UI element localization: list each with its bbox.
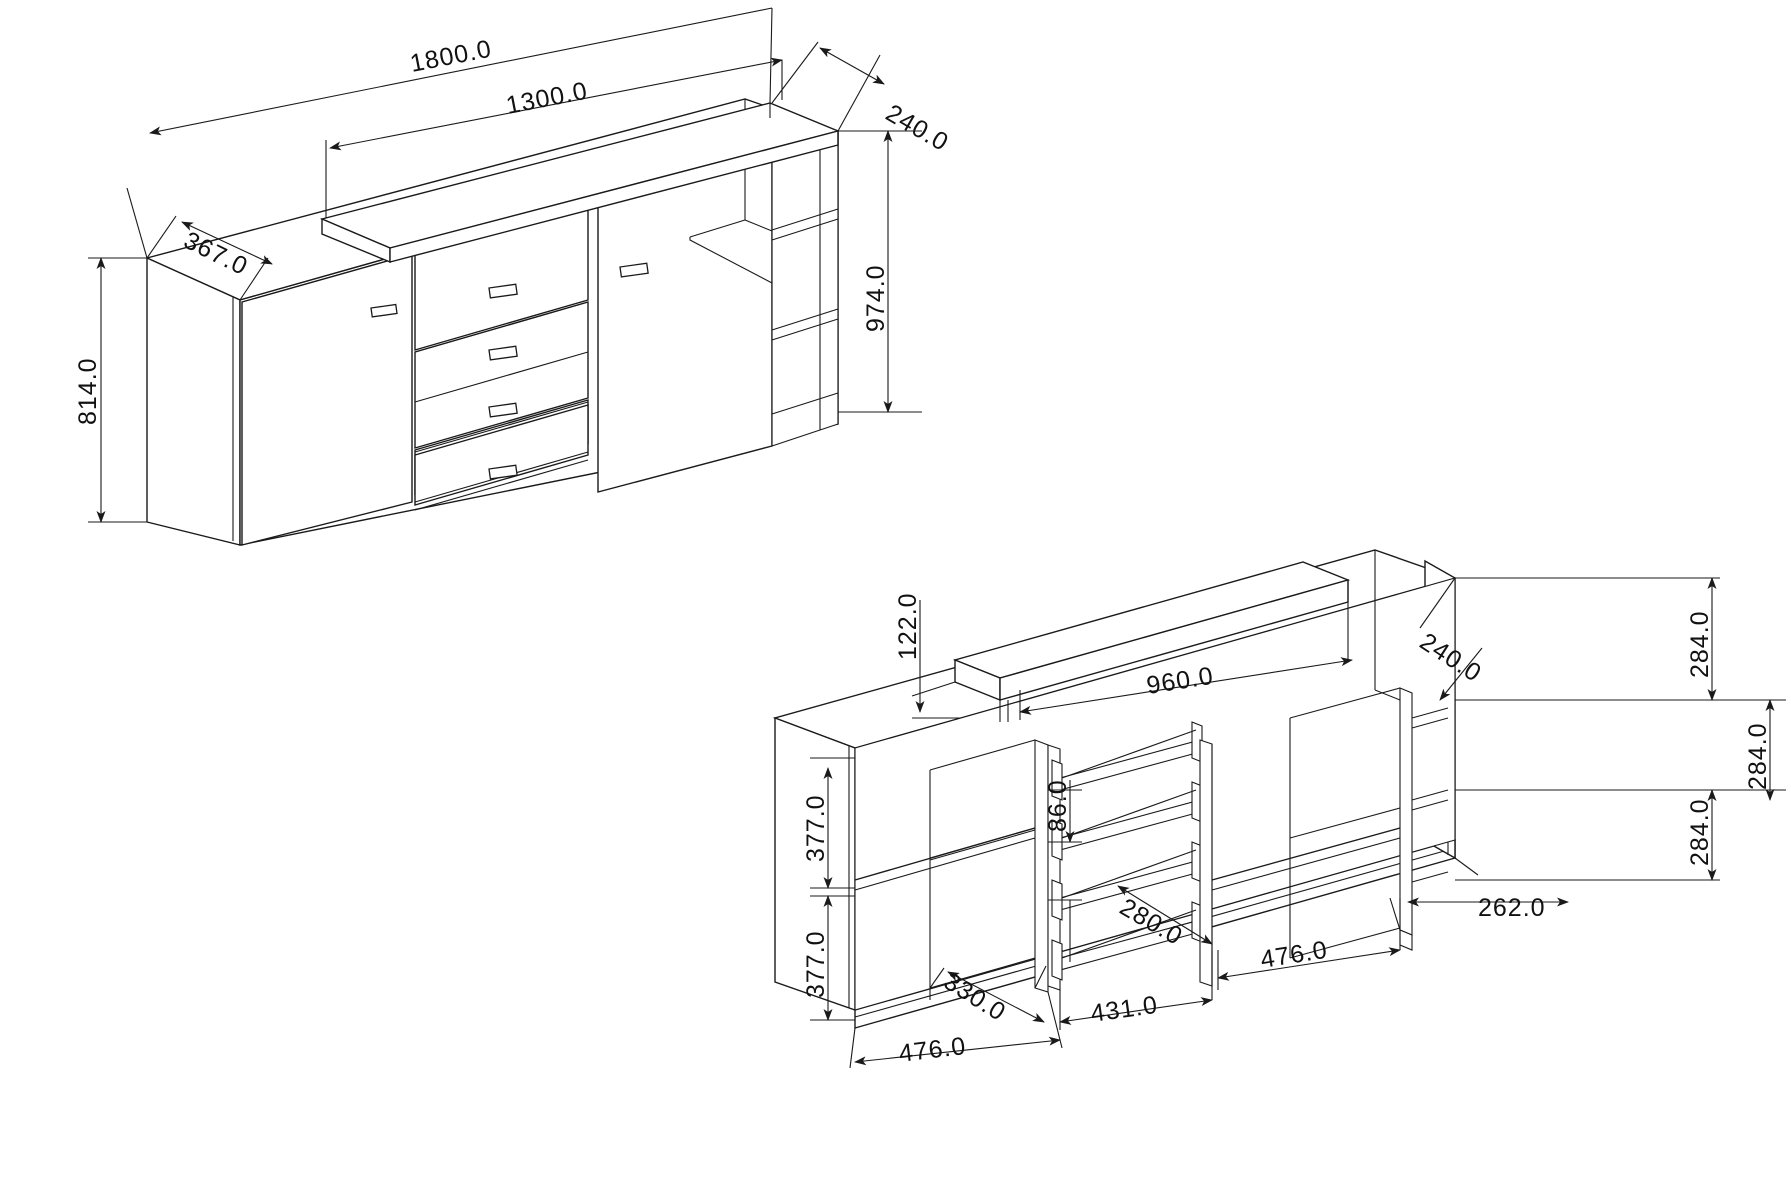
right-bay-mid-diag <box>1289 807 1401 839</box>
ext-367-1 <box>146 215 177 259</box>
upper-back-diag <box>744 219 773 232</box>
view-top-closed-cabinet <box>144 98 841 546</box>
left-bay-top-diag <box>929 739 1036 771</box>
dim-label-1800: 1800.0 <box>408 35 494 78</box>
dimline-1300 <box>329 57 783 151</box>
dimensions-view-bottom: 122.0 960.0 240.0 284.0 284.0 284.0 262.… <box>802 577 1786 1069</box>
right-bay-shelf-front <box>1211 827 1401 881</box>
right-door-handle[interactable] <box>619 262 649 278</box>
dim-label-284c: 284.0 <box>1686 798 1714 866</box>
dim-label-284b: 284.0 <box>1744 722 1772 790</box>
dim-label-974: 974.0 <box>862 264 890 332</box>
shelf-line-b2 <box>771 318 839 341</box>
left-door-handle[interactable] <box>370 303 398 318</box>
left-door <box>241 253 413 546</box>
dim-label-814: 814.0 <box>74 357 102 425</box>
drawer-side-2 <box>1051 819 1063 861</box>
dim-label-1300: 1300.0 <box>504 77 590 120</box>
cabinet-left-end-panel <box>146 256 241 546</box>
ext-240b-1 <box>1419 577 1456 629</box>
dimline-240b <box>1439 647 1483 701</box>
drawer-3-handle[interactable] <box>488 402 518 418</box>
drawer-sep-2 <box>414 351 589 403</box>
inner-top-diag <box>689 219 746 238</box>
ext-262-2 <box>1454 857 1479 876</box>
drawer-diag-2 <box>1061 789 1197 839</box>
shelf-line-a2 <box>771 218 839 241</box>
right-col-shelf2 <box>1411 789 1449 801</box>
right-column-divider <box>1399 687 1413 936</box>
dimline-240a <box>819 47 885 85</box>
dimline-960 <box>1019 657 1353 715</box>
drawer-diag-3 <box>1061 849 1197 899</box>
dim-label-284a: 284.0 <box>1686 610 1714 678</box>
shelf-line-b <box>771 308 839 331</box>
dim-label-240a: 240.0 <box>881 99 954 157</box>
dim-label-377b: 377.0 <box>802 930 830 998</box>
ext-476a-l <box>849 1027 856 1069</box>
dimline-476a <box>854 1036 1061 1066</box>
left-bay-mid-diag <box>929 827 1036 859</box>
dim-label-262: 262.0 <box>1478 894 1546 922</box>
ext-262-1 <box>1389 897 1401 931</box>
dim-label-122: 122.0 <box>894 592 922 660</box>
right-open-shelf-side <box>771 130 839 447</box>
right-col-shelf3 <box>1411 871 1449 883</box>
drawer-4-handle[interactable] <box>488 464 518 480</box>
dim-label-377a: 377.0 <box>802 794 830 862</box>
dimline-280 <box>1117 885 1213 945</box>
drawer-4[interactable] <box>414 404 589 506</box>
ext-240a-1 <box>837 54 881 132</box>
drawer-bay-right-rail <box>1199 739 1213 987</box>
ext-330-a <box>929 967 945 989</box>
dimline-476b <box>1217 947 1401 981</box>
dim-label-431: 431.0 <box>1089 991 1160 1028</box>
right-col-shelf2b <box>1411 799 1449 811</box>
ext-122-a <box>911 681 956 697</box>
back-top-diag-right <box>1374 689 1401 701</box>
dim-label-476b: 476.0 <box>1259 936 1330 974</box>
left-bay-shelf-front-2 <box>854 837 1036 891</box>
ext-240a-2 <box>771 41 819 104</box>
shelf-line-c <box>771 392 839 415</box>
inner-fold <box>689 237 773 284</box>
left-bay-mid-diag2 <box>929 829 1036 861</box>
ext-367-2 <box>239 257 269 301</box>
drawer-bottom-line <box>414 459 589 511</box>
dim-label-86: 86.0 <box>1044 779 1072 832</box>
shelf-line-a <box>771 208 839 231</box>
drawer-sep-1 <box>414 301 589 353</box>
right-door[interactable] <box>597 151 773 493</box>
right-col-shelf1b <box>1411 717 1449 729</box>
drawer-side-4 <box>1051 939 1063 981</box>
dimline-1800 <box>149 7 773 136</box>
dim-label-476a: 476.0 <box>897 1032 967 1068</box>
dimline-367 <box>181 221 273 265</box>
dimline-431 <box>1059 997 1213 1025</box>
drawer-sep-3 <box>414 401 589 453</box>
right-bay-shelf-front-2 <box>1211 837 1401 891</box>
view-bottom-open-cabinet <box>772 549 1458 1029</box>
right-col-shelf1 <box>1411 707 1449 719</box>
ext-1800-right <box>769 7 773 104</box>
dimline-330 <box>947 971 1045 1023</box>
ext-1800-left <box>126 187 148 259</box>
drawer-1-handle[interactable] <box>488 283 518 299</box>
drawer-2-handle[interactable] <box>488 345 518 361</box>
divider-left <box>1034 739 1049 993</box>
drawer-diag-1 <box>1061 729 1197 779</box>
